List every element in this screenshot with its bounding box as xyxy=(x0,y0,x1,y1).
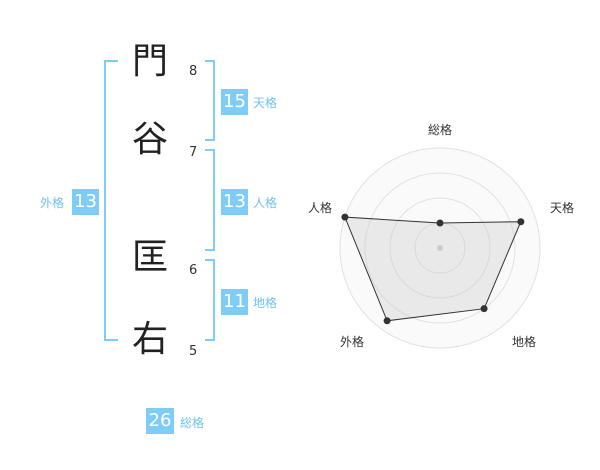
jinkaku-value-badge: 13 xyxy=(221,189,248,215)
radar-label-gaikaku: 外格 xyxy=(340,335,365,349)
radar-point-2 xyxy=(517,218,525,226)
tenkaku-value-badge: 15 xyxy=(221,89,248,115)
radar-polygon xyxy=(344,216,522,322)
stroke-count-1: 8 xyxy=(189,64,198,79)
radar-ring-outline-3 xyxy=(364,172,516,324)
soukaku-value-badge: 26 xyxy=(146,408,174,434)
name-char-2: 谷 xyxy=(131,119,168,160)
radar-point-1 xyxy=(436,219,444,227)
jinkaku-bracket xyxy=(205,149,215,251)
radar-label-soukaku: 総格 xyxy=(428,123,453,137)
stroke-count-2: 7 xyxy=(189,145,198,160)
radar-point-3 xyxy=(480,305,488,313)
radar-point-5 xyxy=(341,213,349,221)
chikaku-bracket xyxy=(205,259,215,341)
name-char-3: 匡 xyxy=(131,237,168,278)
radar-label-tenkaku: 天格 xyxy=(550,201,575,215)
chikaku-label: 地格 xyxy=(253,296,278,310)
gaikaku-label: 外格 xyxy=(40,196,65,210)
gaikaku-bracket xyxy=(104,60,118,341)
radar-point-4 xyxy=(383,317,391,325)
chikaku-value-badge: 11 xyxy=(221,289,248,315)
tenkaku-bracket xyxy=(205,60,215,141)
jinkaku-label: 人格 xyxy=(253,196,278,210)
radar-label-chikaku: 地格 xyxy=(512,335,537,349)
gaikaku-value-badge: 13 xyxy=(72,189,99,215)
stroke-count-3: 6 xyxy=(189,263,198,278)
tenkaku-label: 天格 xyxy=(253,96,278,110)
soukaku-label: 総格 xyxy=(180,416,205,430)
radar-label-jinkaku: 人格 xyxy=(308,201,333,215)
stroke-count-4: 5 xyxy=(189,344,198,359)
name-char-4: 右 xyxy=(131,319,168,360)
radar-center-dot xyxy=(437,245,443,251)
name-char-1: 門 xyxy=(131,41,168,82)
radar-ring-outline-2 xyxy=(389,197,491,299)
